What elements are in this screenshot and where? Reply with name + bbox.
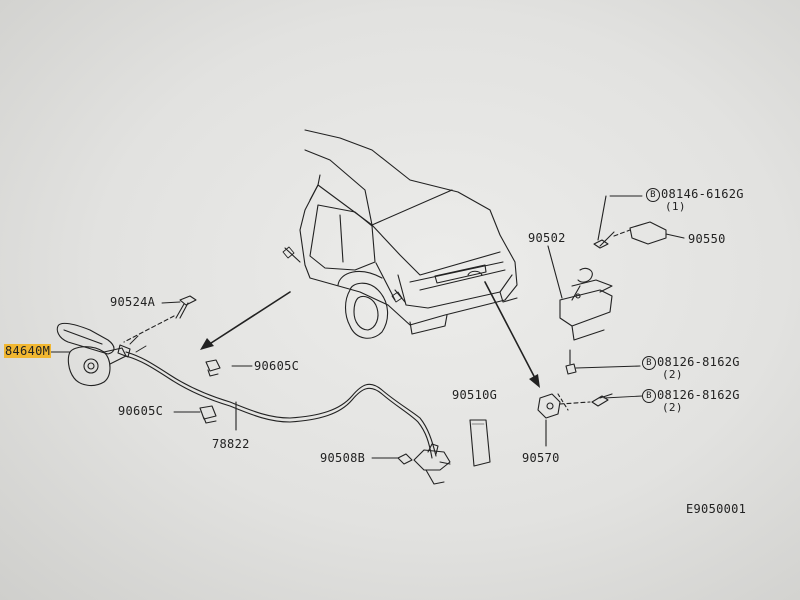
car-outline	[282, 129, 518, 339]
pad-90510g	[469, 419, 491, 467]
release-cable	[125, 335, 437, 459]
bolt-08126-lower-qty: (2)	[662, 401, 683, 414]
part-90508b-label: 90508B	[320, 451, 366, 465]
part-78822-label: 78822	[212, 437, 250, 451]
callout-b-badge: B	[646, 188, 660, 202]
part-90605c-top-label: 90605C	[254, 359, 300, 373]
lock-90502	[547, 245, 613, 341]
part-90570-label: 90570	[522, 451, 560, 465]
figure-code: E9050001	[686, 502, 747, 516]
bolt-08126-middle-number: 08126-8162G	[657, 355, 740, 369]
cable-clip-left	[199, 405, 217, 424]
callout-b-badge: B	[642, 389, 656, 403]
part-90550-label: 90550	[688, 232, 726, 246]
bolt-90524a	[123, 295, 197, 343]
pointer-arrows	[200, 281, 540, 388]
part-84640m-label: 84640M	[4, 344, 52, 358]
striker-90570	[537, 393, 613, 447]
latch-assembly	[397, 443, 451, 485]
part-90524a-label: 90524A	[110, 295, 156, 309]
callout-b-badge: B	[642, 356, 656, 370]
part-90605c-left-label: 90605C	[118, 404, 164, 418]
bolt-middle	[565, 349, 641, 375]
cable-clip-top	[205, 359, 221, 377]
bolt-08126-middle-qty: (2)	[662, 368, 683, 381]
bolt-08126-lower-number: 08126-8162G	[657, 388, 740, 402]
bolt-top	[593, 195, 685, 249]
opener-lever	[56, 322, 131, 387]
bolt-08146-number: 08146-6162G	[661, 187, 744, 201]
part-90502-label: 90502	[528, 231, 566, 245]
bolt-08146-qty: (1)	[665, 200, 686, 213]
part-90510g-label: 90510G	[452, 388, 498, 402]
